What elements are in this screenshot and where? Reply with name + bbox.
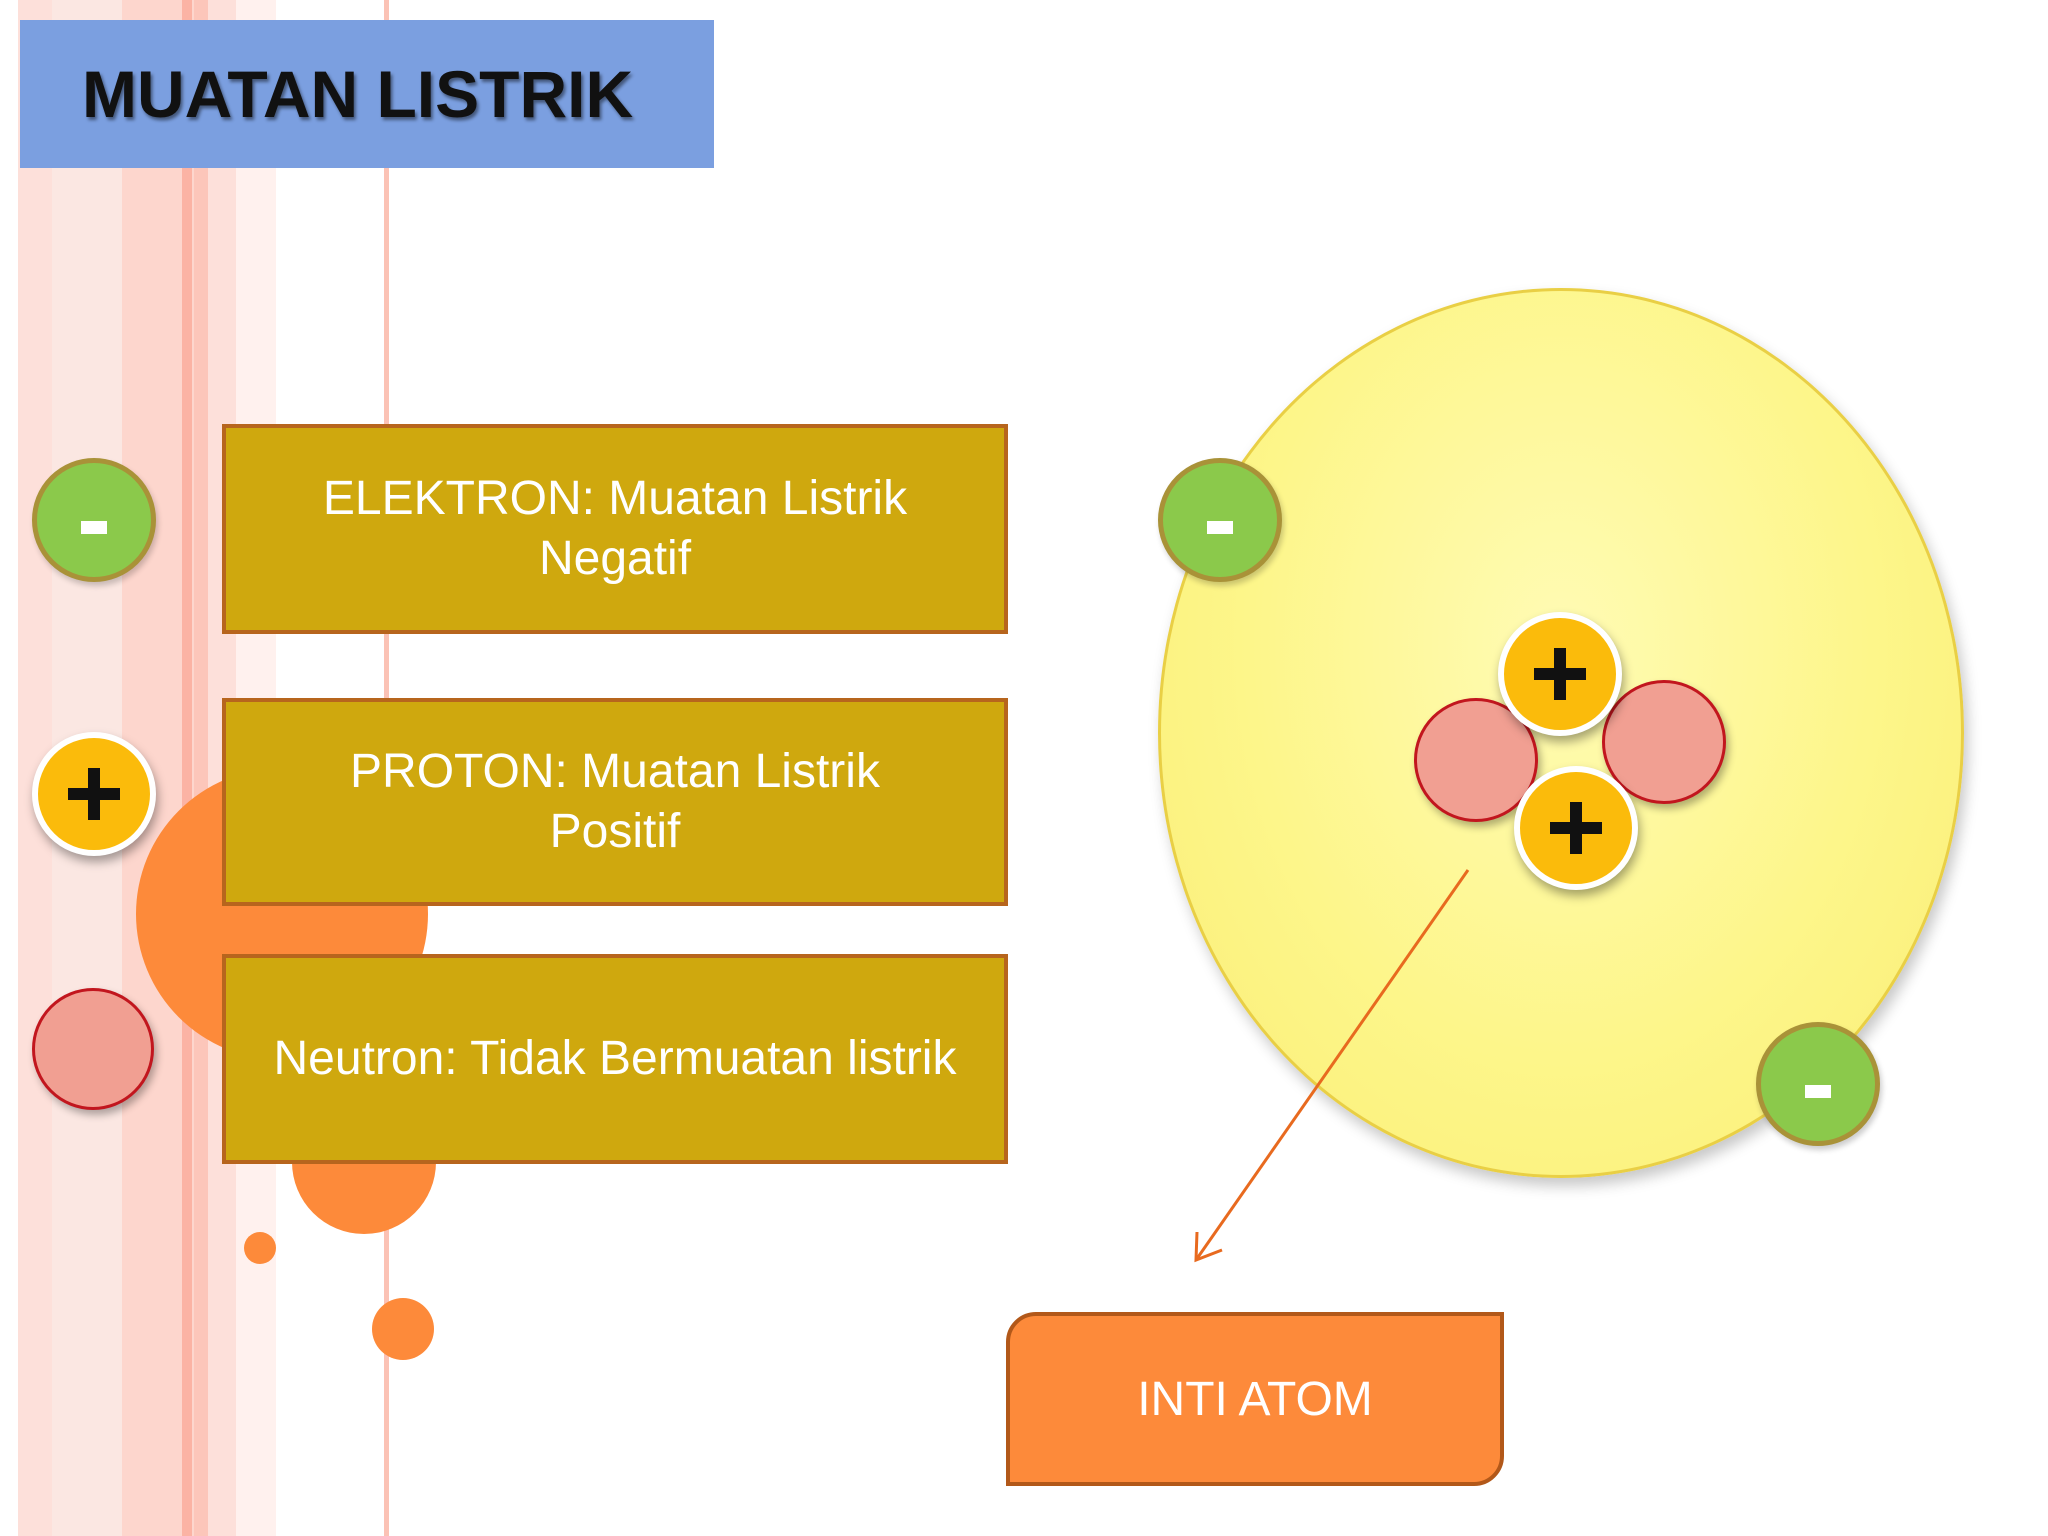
atom-neutron	[1414, 698, 1538, 822]
decorative-dot	[244, 1232, 276, 1264]
neutron-description-box: Neutron: Tidak Bermuatan listrik	[222, 954, 1008, 1164]
plus-icon	[68, 768, 120, 820]
neutron-description-line1: Neutron: Tidak Bermuatan listrik	[273, 1032, 957, 1085]
plus-icon	[1534, 648, 1586, 700]
proton-description-line1: PROTON: Muatan Listrik	[350, 745, 880, 798]
background-stripe	[182, 0, 192, 1536]
atom-electron	[1158, 458, 1282, 582]
atom-neutron	[1602, 680, 1726, 804]
minus-icon	[1207, 520, 1233, 534]
electron-description-line1: ELEKTRON: Muatan Listrik	[322, 472, 908, 525]
decorative-dot	[372, 1298, 434, 1360]
background-stripe	[194, 0, 208, 1536]
proton-description-line2: Positif	[549, 805, 681, 858]
slide-title: MUATAN LISTRIK	[82, 57, 634, 131]
atom-electron	[1756, 1022, 1880, 1146]
title-banner: MUATAN LISTRIK	[20, 20, 714, 168]
electron-symbol	[32, 458, 156, 582]
electron-description-line2: Negatif	[538, 532, 692, 585]
neutron-symbol	[32, 988, 154, 1110]
atom-proton	[1514, 766, 1638, 890]
proton-description-box: PROTON: Muatan Listrik Positif	[222, 698, 1008, 906]
nucleus-label: INTI ATOM	[1137, 1372, 1373, 1426]
electron-description-box: ELEKTRON: Muatan Listrik Negatif	[222, 424, 1008, 634]
atom-proton	[1498, 612, 1622, 736]
minus-icon	[1805, 1084, 1831, 1098]
nucleus-label-box: INTI ATOM	[1006, 1312, 1504, 1486]
minus-icon	[81, 520, 107, 534]
plus-icon	[1550, 802, 1602, 854]
proton-symbol	[32, 732, 156, 856]
